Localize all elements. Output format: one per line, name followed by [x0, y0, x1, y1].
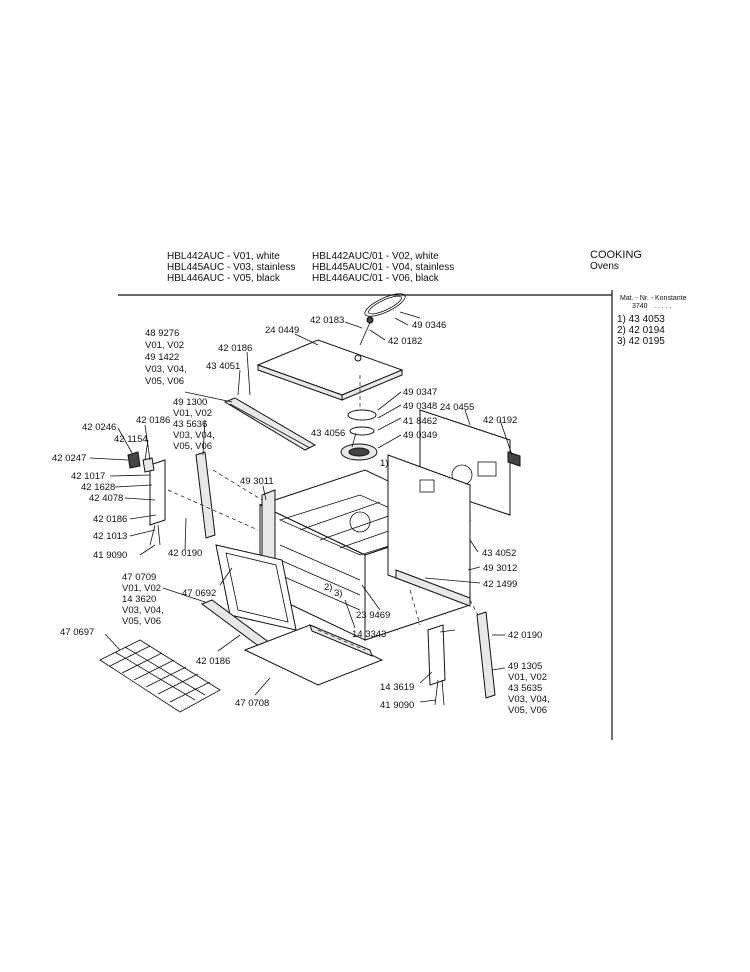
callout-v05-v06-d: V05, V06 [508, 705, 547, 716]
marker-2: 2) [324, 582, 332, 593]
callout-420190-b: 42 0190 [508, 630, 542, 641]
callout-v03-v04-c: V03, V04, [122, 605, 164, 616]
callout-420247: 42 0247 [52, 453, 86, 464]
callout-v05-v06-b: V05, V06 [173, 441, 212, 452]
constants-dots: . . . . . [654, 303, 672, 310]
callout-435636: 43 5636 [173, 419, 207, 430]
callout-v01-v02-a: V01, V02 [145, 340, 184, 351]
callout-v01-v02-d: V01, V02 [508, 672, 547, 683]
model-line-right-2: HBL445AUC/01 - V04, stainless [312, 262, 454, 273]
cable-coil [359, 293, 421, 346]
callout-489276: 48 9276 [145, 328, 179, 339]
model-line-right-3: HBL446AUC/01 - V06, black [312, 273, 440, 284]
callout-v03-v04-b: V03, V04, [173, 430, 215, 441]
model-line-left-2: HBL445AUC - V03, stainless [167, 262, 295, 273]
callout-420186-a: 42 0186 [218, 343, 252, 354]
callout-420186-b: 42 0186 [136, 415, 170, 426]
callout-491305: 49 1305 [508, 661, 542, 672]
right-hinge-bracket [427, 624, 446, 686]
callout-424078: 42 4078 [89, 493, 123, 504]
callout-420183: 42 0183 [310, 315, 344, 326]
callout-420190-a: 42 0190 [168, 548, 202, 559]
callout-420186-c: 42 0186 [93, 514, 127, 525]
constants-code: 3740 [632, 303, 648, 310]
callout-493012: 49 3012 [483, 563, 517, 574]
callout-421017: 42 1017 [71, 471, 105, 482]
constants-panel: Mat. - Nr. - Konstante 3740 . . . . . 1)… [617, 295, 687, 347]
callout-v01-v02-b: V01, V02 [173, 408, 212, 419]
model-line-right-1: HBL442AUC/01 - V02, white [312, 251, 439, 262]
callout-434051: 43 4051 [206, 361, 240, 372]
callout-470697: 47 0697 [60, 627, 94, 638]
callout-v03-v04-a: V03, V04, [145, 364, 187, 375]
callout-421013: 42 1013 [93, 531, 127, 542]
callout-420182: 42 0182 [388, 336, 422, 347]
callout-143343: 14 3343 [352, 629, 386, 640]
callout-434056: 43 4056 [311, 428, 345, 439]
callout-419090-b: 41 9090 [380, 700, 414, 711]
bottom-drawer-panel [243, 624, 384, 686]
constants-title: Mat. - Nr. - Konstante [620, 295, 687, 302]
callout-labels: 42 0183 49 0346 42 0182 48 9276 V01, V02… [52, 315, 550, 716]
front-trim-strip [223, 397, 317, 451]
callout-v05-v06-a: V05, V06 [145, 376, 184, 387]
leader-lines [89, 317, 513, 703]
callout-v05-v06-c: V05, V06 [122, 616, 161, 627]
callout-421628: 42 1628 [81, 482, 115, 493]
constant-item-2: 2) 42 0194 [617, 325, 665, 336]
oven-rack [99, 639, 221, 713]
callout-143619: 14 3619 [380, 682, 414, 693]
callout-470709: 47 0709 [122, 572, 156, 583]
marker-3: 3) [334, 588, 342, 599]
callout-418462: 41 8462 [403, 416, 437, 427]
callout-493011: 49 3011 [240, 476, 274, 487]
callout-490349: 49 0349 [403, 430, 437, 441]
marker-1: 1) [380, 458, 388, 469]
callout-421154: 42 1154 [114, 434, 148, 445]
callout-435635: 43 5635 [508, 683, 542, 694]
callout-490346: 49 0346 [412, 320, 446, 331]
category-title: COOKING [590, 249, 642, 261]
callout-420246: 42 0246 [82, 422, 116, 433]
callout-420192: 42 0192 [483, 415, 517, 426]
callout-421499: 42 1499 [483, 579, 517, 590]
callout-470708: 47 0708 [235, 698, 269, 709]
callout-434052: 43 4052 [482, 548, 516, 559]
constant-item-3: 3) 42 0195 [617, 336, 665, 347]
constant-item-1: 1) 43 4053 [617, 314, 665, 325]
callout-470692: 47 0692 [182, 588, 216, 599]
callout-491422: 49 1422 [145, 352, 179, 363]
callout-240455: 24 0455 [440, 402, 474, 413]
fan-assembly [340, 409, 378, 461]
callout-420186-d: 42 0186 [196, 656, 230, 667]
callout-v01-v02-c: V01, V02 [122, 583, 161, 594]
callout-143620: 14 3620 [122, 594, 156, 605]
callout-490347: 49 0347 [403, 387, 437, 398]
model-header: HBL442AUC - V01, white HBL445AUC - V03, … [167, 249, 642, 284]
callout-419090-a: 41 9090 [93, 550, 127, 561]
callout-490348: 49 0348 [403, 401, 437, 412]
callout-v03-v04-d: V03, V04, [508, 694, 550, 705]
top-cover-plate [256, 339, 404, 396]
callout-239469: 23 9469 [356, 610, 390, 621]
model-line-left-1: HBL442AUC - V01, white [167, 251, 280, 262]
left-hinge-rail [195, 451, 216, 539]
callout-491300: 49 1300 [173, 397, 207, 408]
right-hinge-rail [476, 611, 496, 699]
left-hinge-bracket [127, 451, 166, 546]
callout-240449: 24 0449 [265, 325, 299, 336]
subcategory-title: Ovens [590, 261, 619, 272]
model-line-left-3: HBL446AUC - V05, black [167, 273, 281, 284]
